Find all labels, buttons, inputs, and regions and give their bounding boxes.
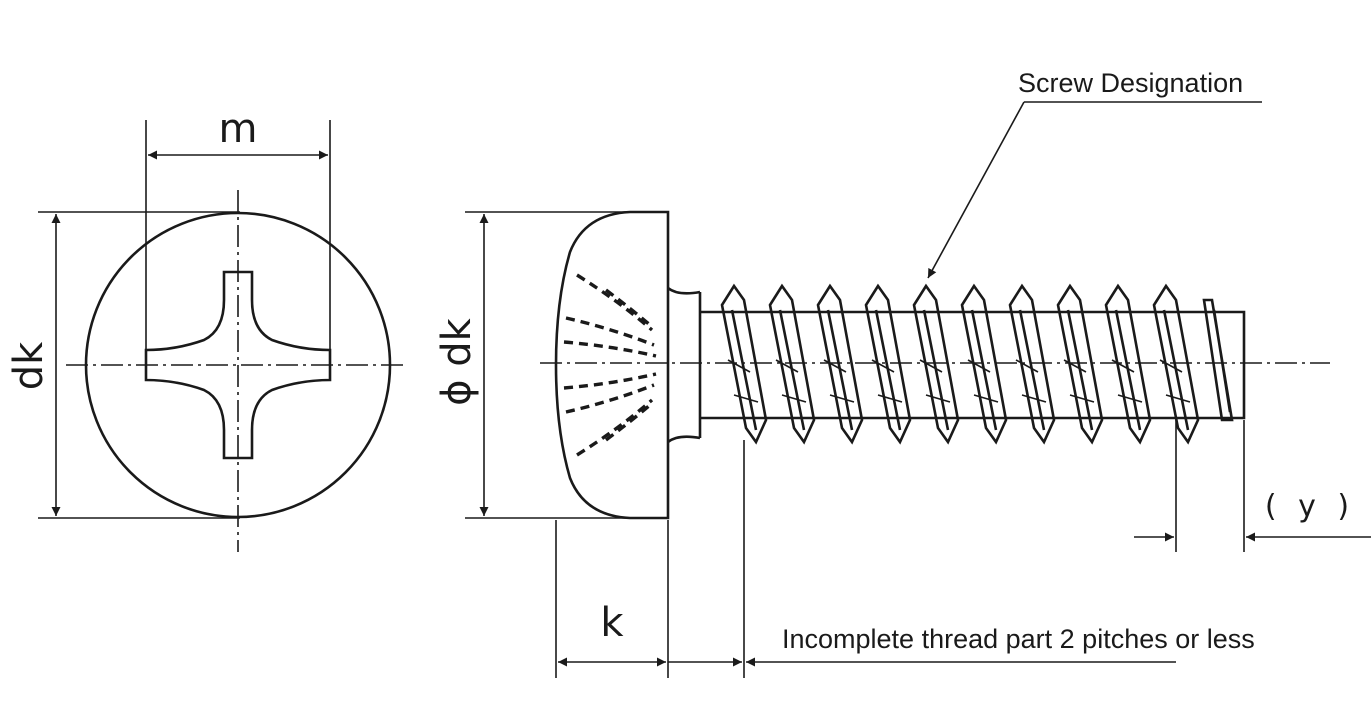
label-phi-dk: ϕ dk	[434, 317, 480, 405]
thread-crest	[1152, 283, 1200, 445]
thread-crest	[960, 283, 1008, 445]
dimension-k: k	[555, 520, 669, 678]
thread-tip	[1202, 298, 1234, 422]
neck-outline	[667, 286, 701, 444]
thread-root	[1159, 359, 1191, 403]
thread-crest	[864, 283, 912, 445]
dimension-y: ( y )	[1134, 420, 1371, 552]
thread-root	[967, 359, 999, 403]
thread-crest	[720, 283, 768, 445]
thread-root	[1063, 359, 1095, 403]
thread-root	[1015, 359, 1047, 403]
hidden-recess-lines	[563, 273, 657, 457]
dimension-dk: dk	[6, 211, 240, 519]
label-incomplete-thread: Incomplete thread part 2 pitches or less	[782, 624, 1255, 654]
label-m: m	[219, 106, 258, 152]
head-top-view	[66, 190, 408, 552]
label-k: k	[600, 600, 624, 646]
dimension-phi-dk: ϕ dk	[434, 211, 668, 519]
thread-root	[871, 359, 903, 403]
label-dk: dk	[6, 341, 52, 390]
dimension-incomplete-thread: Incomplete thread part 2 pitches or less	[668, 440, 1255, 678]
screw-side-view	[540, 210, 1330, 520]
thread-root	[823, 359, 855, 403]
thread-root	[727, 359, 759, 403]
thread-crest	[768, 283, 816, 445]
dimension-m: m	[145, 106, 331, 350]
pan-head-outline	[554, 210, 670, 520]
screw-designation-callout: Screw Designation	[927, 68, 1262, 279]
thread-crest	[1008, 283, 1056, 445]
thread-root	[1111, 359, 1143, 403]
thread-root	[919, 359, 951, 403]
thread-crest	[1104, 283, 1152, 445]
thread-crests	[720, 283, 1234, 445]
thread-crest	[816, 283, 864, 445]
label-y: ( y )	[1265, 489, 1355, 524]
thread-crest	[912, 283, 960, 445]
thread-crest	[1056, 283, 1104, 445]
label-screw-designation: Screw Designation	[1018, 68, 1243, 98]
phillips-recess-icon	[144, 270, 332, 460]
thread-root	[775, 359, 807, 403]
